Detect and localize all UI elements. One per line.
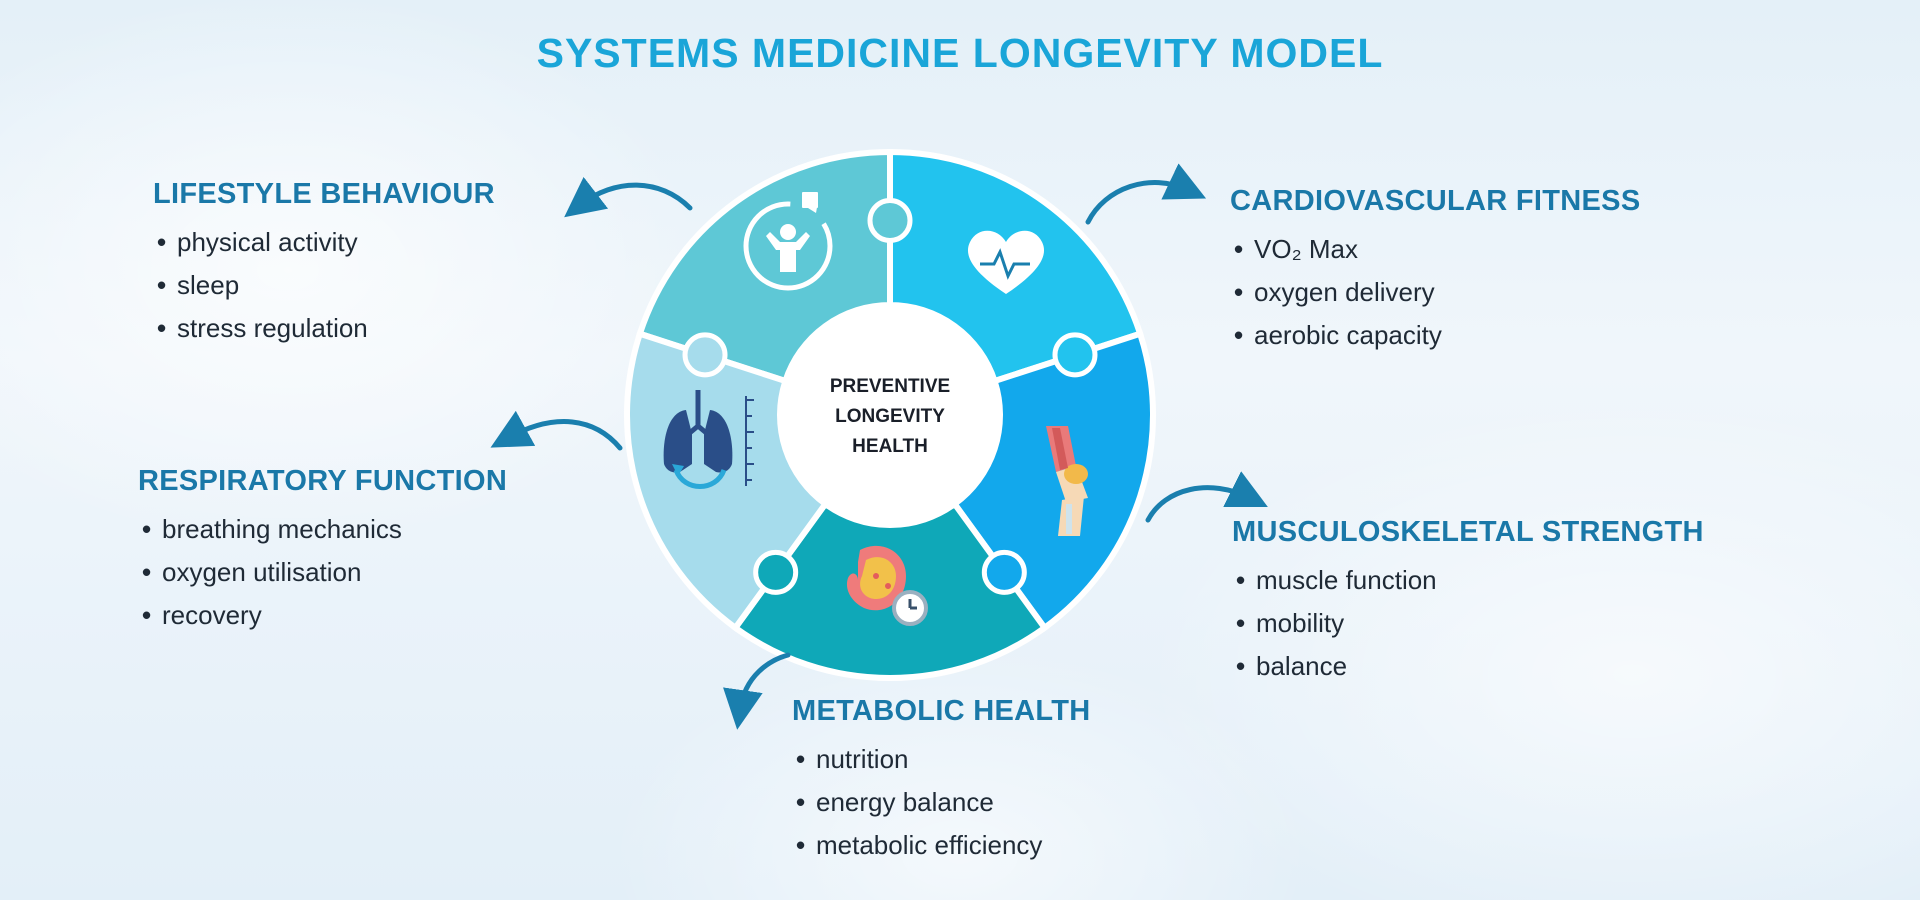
center-label-line3: HEALTH <box>852 436 928 457</box>
list-item: •oxygen utilisation <box>142 557 362 587</box>
heart-pulse-icon <box>967 230 1045 294</box>
list-item: •recovery <box>142 600 262 630</box>
respiratory-function-block: RESPIRATORY FUNCTION •breathing mechanic… <box>138 465 507 637</box>
list-item: •oxygen delivery <box>1234 277 1435 307</box>
list-item: •energy balance <box>796 787 994 817</box>
curved-arrow-lifestyle <box>564 176 693 218</box>
list-item: •muscle function <box>1236 565 1437 595</box>
lifestyle-behaviour-list: •physical activity •sleep •stress regula… <box>153 221 495 350</box>
list-item: •VO₂ Max <box>1234 234 1358 264</box>
center-label: PREVENTIVE LONGEVITY HEALTH <box>778 372 1002 462</box>
center-label-line1: PREVENTIVE <box>829 376 951 397</box>
list-item: •aerobic capacity <box>1234 320 1442 350</box>
puzzle-knob-metabolic <box>753 549 799 595</box>
lifestyle-behaviour-title: LIFESTYLE BEHAVIOUR <box>153 178 495 210</box>
curved-arrow-cardio <box>1085 163 1207 225</box>
center-label-line2: LONGEVITY <box>835 406 945 427</box>
page-title: SYSTEMS MEDICINE LONGEVITY MODEL <box>536 30 1384 76</box>
cardiovascular-fitness-title: CARDIOVASCULAR FITNESS <box>1230 185 1641 217</box>
curved-arrow-respiratory <box>490 410 623 451</box>
metabolic-health-block: METABOLIC HEALTH •nutrition •energy bala… <box>792 695 1091 867</box>
puzzle-knob-respiratory <box>682 332 728 378</box>
list-item: •metabolic efficiency <box>796 830 1043 860</box>
list-item: •breathing mechanics <box>142 514 402 544</box>
stomach-clock-icon <box>846 545 928 626</box>
list-item: •sleep <box>157 270 240 300</box>
curved-arrow-musculo <box>1145 471 1268 523</box>
puzzle-knob-musculo <box>981 549 1027 595</box>
respiratory-function-list: •breathing mechanics •oxygen utilisation… <box>138 508 507 637</box>
wheel-center-disc <box>780 305 1000 525</box>
list-item: •nutrition <box>796 744 909 774</box>
list-item: •physical activity <box>157 227 358 257</box>
metabolic-health-title: METABOLIC HEALTH <box>792 695 1091 727</box>
puzzle-knob-lifestyle <box>867 198 913 243</box>
list-item: •mobility <box>1236 608 1345 638</box>
puzzle-knob-cardio <box>1052 332 1098 378</box>
musculoskeletal-strength-title: MUSCULOSKELETAL STRENGTH <box>1232 516 1704 548</box>
knee-joint-icon <box>1046 426 1088 536</box>
lungs-icon <box>663 390 754 489</box>
lifestyle-behaviour-block: LIFESTYLE BEHAVIOUR •physical activity •… <box>153 178 495 350</box>
person-cycle-icon <box>743 192 833 291</box>
cardiovascular-fitness-list: •VO₂ Max •oxygen delivery •aerobic capac… <box>1230 228 1640 357</box>
metabolic-health-list: •nutrition •energy balance •metabolic ef… <box>792 738 1091 867</box>
list-item: •stress regulation <box>157 313 368 343</box>
musculoskeletal-strength-block: MUSCULOSKELETAL STRENGTH •muscle functio… <box>1232 516 1704 688</box>
curved-arrow-metabolic <box>723 652 791 730</box>
cardiovascular-fitness-block: CARDIOVASCULAR FITNESS •VO₂ Max •oxygen … <box>1230 185 1640 357</box>
musculoskeletal-strength-list: •muscle function •mobility •balance <box>1232 559 1704 688</box>
list-item: •balance <box>1236 651 1348 681</box>
respiratory-function-title: RESPIRATORY FUNCTION <box>138 465 508 497</box>
